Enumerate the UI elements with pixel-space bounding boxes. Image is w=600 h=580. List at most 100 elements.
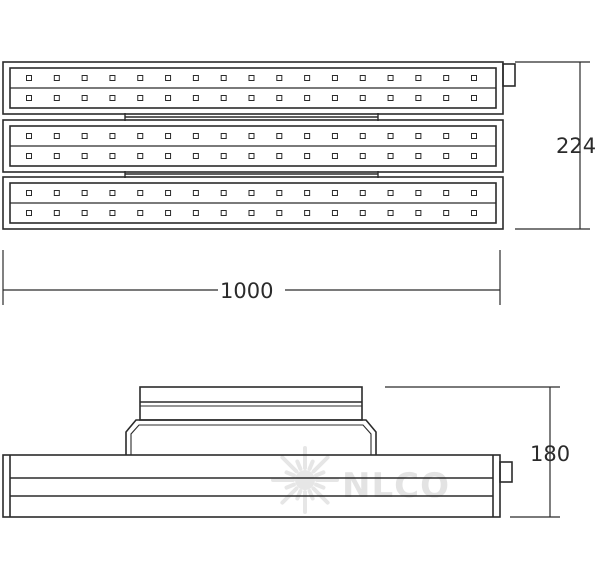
led-chip <box>276 95 283 101</box>
watermark-logo: NLCO <box>271 446 450 514</box>
led-chip <box>137 210 144 216</box>
led-chip <box>165 75 172 81</box>
driver-box <box>139 386 363 421</box>
led-chip <box>359 210 366 216</box>
led-chip <box>81 95 88 101</box>
led-chip <box>26 75 32 81</box>
led-chip <box>248 75 255 81</box>
led-chip <box>415 210 422 216</box>
led-chip <box>276 75 283 81</box>
dimension-label-height-side: 180 <box>530 442 570 466</box>
led-chip <box>26 133 32 139</box>
led-chip <box>387 95 394 101</box>
led-chip <box>248 190 255 196</box>
led-chip <box>359 153 366 159</box>
led-chip <box>192 95 199 101</box>
led-module-1 <box>2 61 504 115</box>
led-chip <box>304 75 311 81</box>
led-chip <box>443 190 450 196</box>
led-chip <box>248 153 255 159</box>
led-chip <box>471 210 477 216</box>
led-chip <box>248 133 255 139</box>
led-chip <box>53 75 60 81</box>
led-chip <box>415 153 422 159</box>
led-row <box>26 210 477 216</box>
led-chip <box>359 133 366 139</box>
led-chip <box>415 95 422 101</box>
led-chip <box>276 153 283 159</box>
cable-connector-side <box>499 461 513 483</box>
led-row <box>26 75 477 81</box>
led-chip <box>331 190 338 196</box>
led-chip <box>415 133 422 139</box>
led-chip <box>471 95 477 101</box>
led-chip <box>165 210 172 216</box>
led-chip <box>387 75 394 81</box>
led-module-3 <box>2 176 504 230</box>
dimension-height-top <box>515 61 590 230</box>
led-chip <box>53 133 60 139</box>
led-chip <box>137 190 144 196</box>
led-row <box>26 190 477 196</box>
led-chip <box>443 133 450 139</box>
led-chip <box>53 210 60 216</box>
led-chip <box>387 133 394 139</box>
led-row <box>26 133 477 139</box>
led-chip <box>304 210 311 216</box>
led-chip <box>165 153 172 159</box>
led-chip <box>359 190 366 196</box>
led-chip <box>387 190 394 196</box>
dimension-label-height-top: 224 <box>556 134 596 158</box>
led-row <box>26 95 477 101</box>
led-chip <box>359 95 366 101</box>
led-chip <box>81 153 88 159</box>
led-chip <box>109 75 116 81</box>
led-module-2 <box>2 119 504 173</box>
led-chip <box>109 95 116 101</box>
dimension-length <box>2 250 501 305</box>
led-chip <box>276 133 283 139</box>
led-chip <box>137 75 144 81</box>
led-chip <box>471 133 477 139</box>
led-chip <box>359 75 366 81</box>
star-burst-icon <box>271 446 339 514</box>
led-chip <box>415 75 422 81</box>
led-chip <box>192 75 199 81</box>
led-chip <box>165 95 172 101</box>
led-chip <box>109 210 116 216</box>
led-chip <box>443 75 450 81</box>
led-chip <box>471 190 477 196</box>
led-chip <box>26 95 32 101</box>
led-chip <box>53 153 60 159</box>
led-chip <box>53 95 60 101</box>
led-chip <box>220 190 227 196</box>
led-chip <box>331 75 338 81</box>
led-chip <box>165 133 172 139</box>
led-chip <box>387 153 394 159</box>
led-chip <box>331 95 338 101</box>
led-chip <box>192 133 199 139</box>
led-chip <box>53 190 60 196</box>
led-chip <box>192 153 199 159</box>
watermark-text: NLCO <box>342 466 450 506</box>
cable-connector <box>502 63 516 87</box>
led-chip <box>220 95 227 101</box>
led-chip <box>220 210 227 216</box>
led-chip <box>471 75 477 81</box>
led-chip <box>192 190 199 196</box>
led-chip <box>220 153 227 159</box>
led-chip <box>304 133 311 139</box>
led-chip <box>415 190 422 196</box>
led-chip <box>443 95 450 101</box>
led-chip <box>304 153 311 159</box>
led-chip <box>331 133 338 139</box>
dimension-label-length: 1000 <box>220 279 273 303</box>
led-chip <box>137 153 144 159</box>
led-chip <box>331 153 338 159</box>
led-chip <box>109 133 116 139</box>
dimension-height-side <box>385 386 560 518</box>
luminaire-body-side <box>2 454 501 518</box>
led-chip <box>26 190 32 196</box>
side-view <box>2 386 513 518</box>
